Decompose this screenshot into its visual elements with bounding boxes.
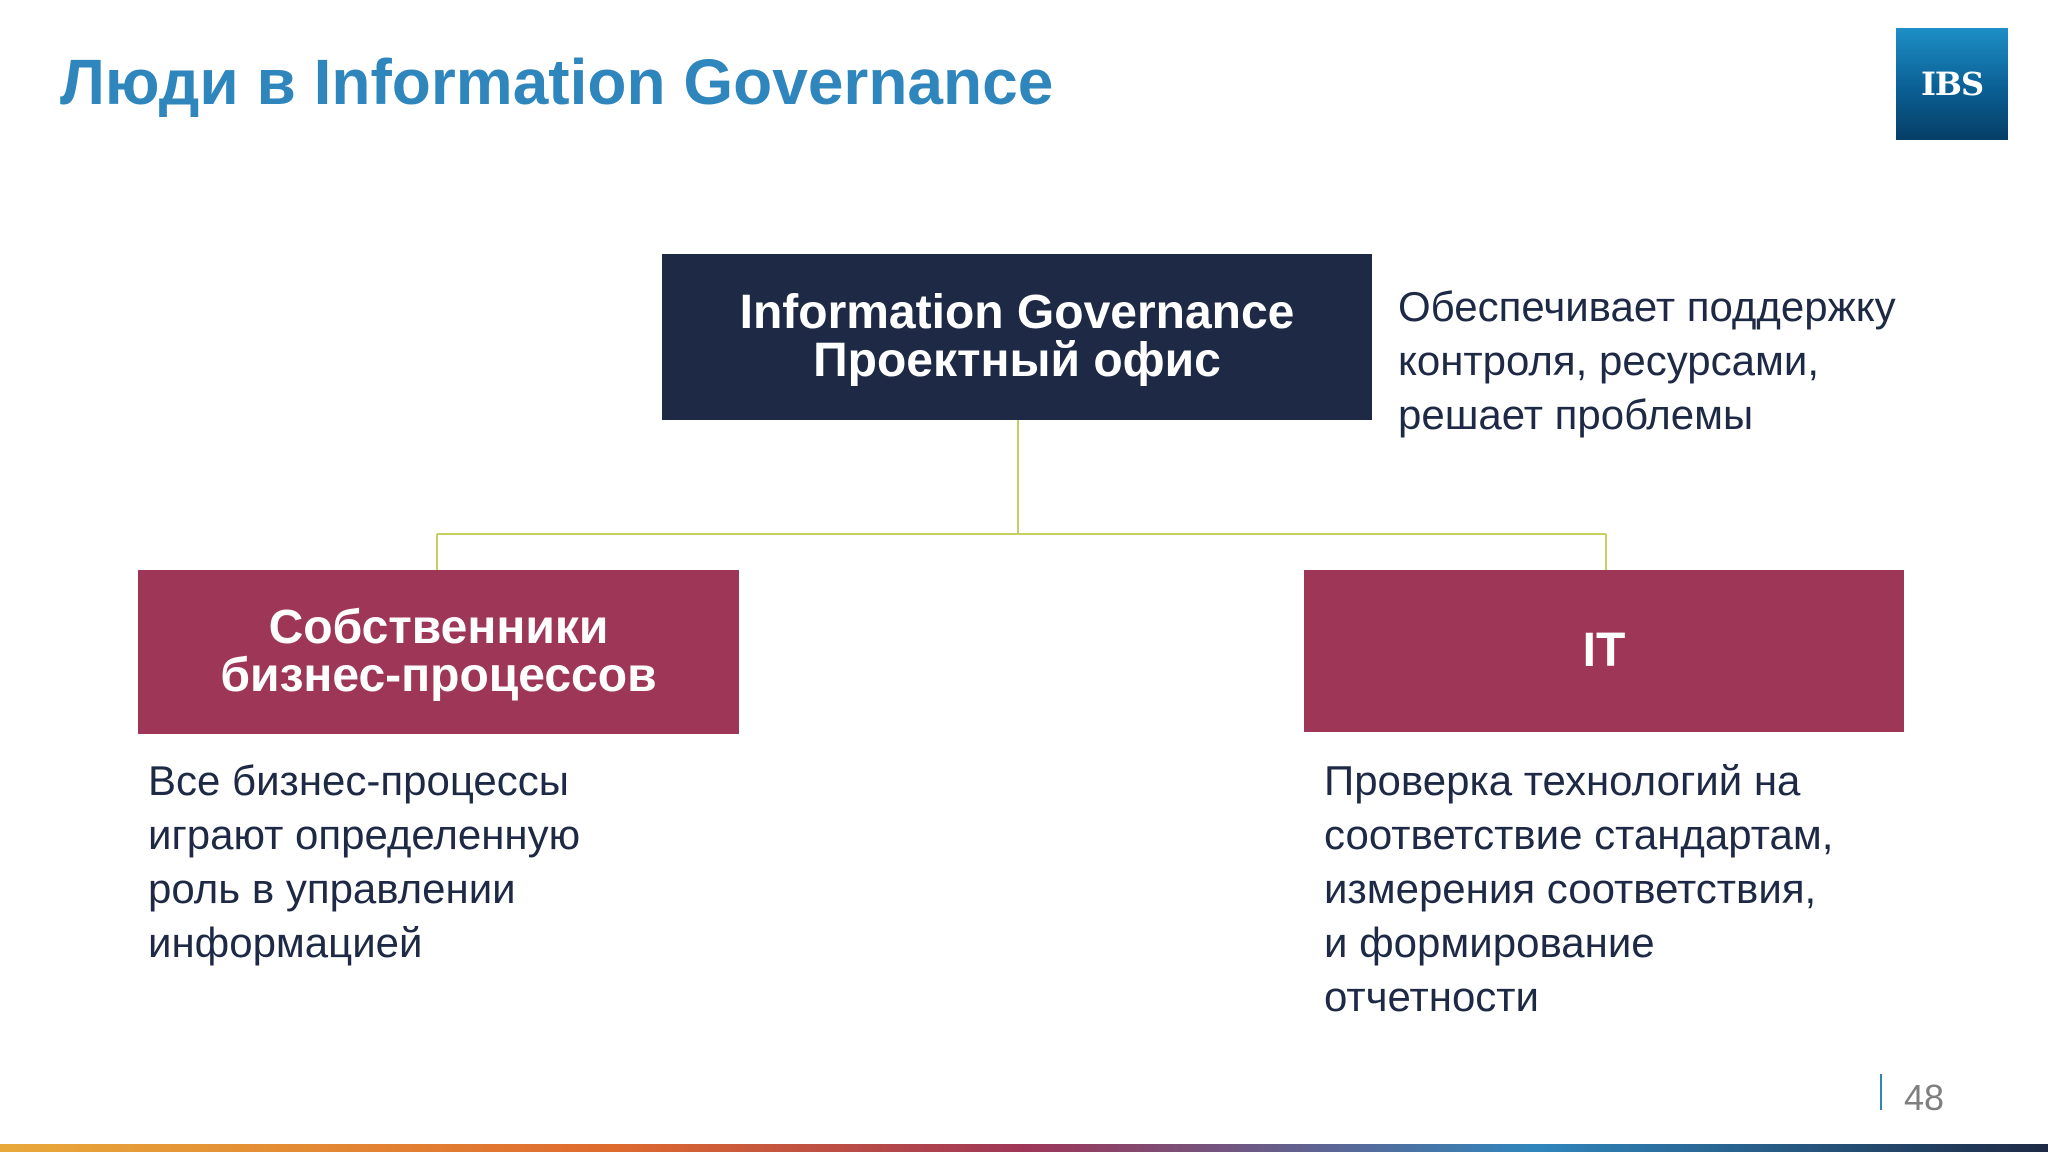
project-office-title: Information Governance bbox=[739, 286, 1295, 339]
process-owners-subtitle: бизнес-процессов bbox=[220, 649, 657, 702]
project-office-description: Обеспечивает поддержку контроля, ресурса… bbox=[1398, 280, 1896, 442]
description-line: Обеспечивает поддержку bbox=[1398, 283, 1896, 330]
description-line: контроля, ресурсами, bbox=[1398, 337, 1819, 384]
logo-text: IBS bbox=[1920, 65, 1984, 103]
description-line: и формирование bbox=[1324, 919, 1655, 966]
slide-title: Люди в Information Governance bbox=[60, 46, 1054, 118]
process-owners-description: Все бизнес-процессы играют определенную … bbox=[148, 754, 580, 970]
description-line: играют определенную bbox=[148, 811, 581, 858]
it-box: IT bbox=[1304, 570, 1904, 732]
project-office-box: Information Governance Проектный офис bbox=[662, 254, 1372, 420]
description-line: решает проблемы bbox=[1398, 391, 1754, 438]
description-line: роль в управлении bbox=[148, 865, 516, 912]
description-line: Проверка технологий на bbox=[1324, 757, 1801, 804]
it-description: Проверка технологий на соответствие стан… bbox=[1324, 754, 1833, 1024]
description-line: соответствие стандартам, bbox=[1324, 811, 1834, 858]
it-title: IT bbox=[1582, 624, 1626, 677]
page-number-divider bbox=[1880, 1074, 1882, 1110]
bottom-color-stripe bbox=[0, 1144, 2048, 1152]
description-line: измерения соответствия, bbox=[1324, 865, 1817, 912]
description-line: отчетности bbox=[1324, 973, 1540, 1020]
ibs-logo: IBS bbox=[1896, 28, 2008, 140]
page-number: 48 bbox=[1904, 1077, 1945, 1118]
process-owners-box: Собственники бизнес-процессов bbox=[138, 570, 739, 734]
description-line: информацией bbox=[148, 919, 423, 966]
project-office-subtitle: Проектный офис bbox=[813, 334, 1221, 387]
process-owners-title: Собственники bbox=[268, 601, 609, 654]
description-line: Все бизнес-процессы bbox=[148, 757, 569, 804]
